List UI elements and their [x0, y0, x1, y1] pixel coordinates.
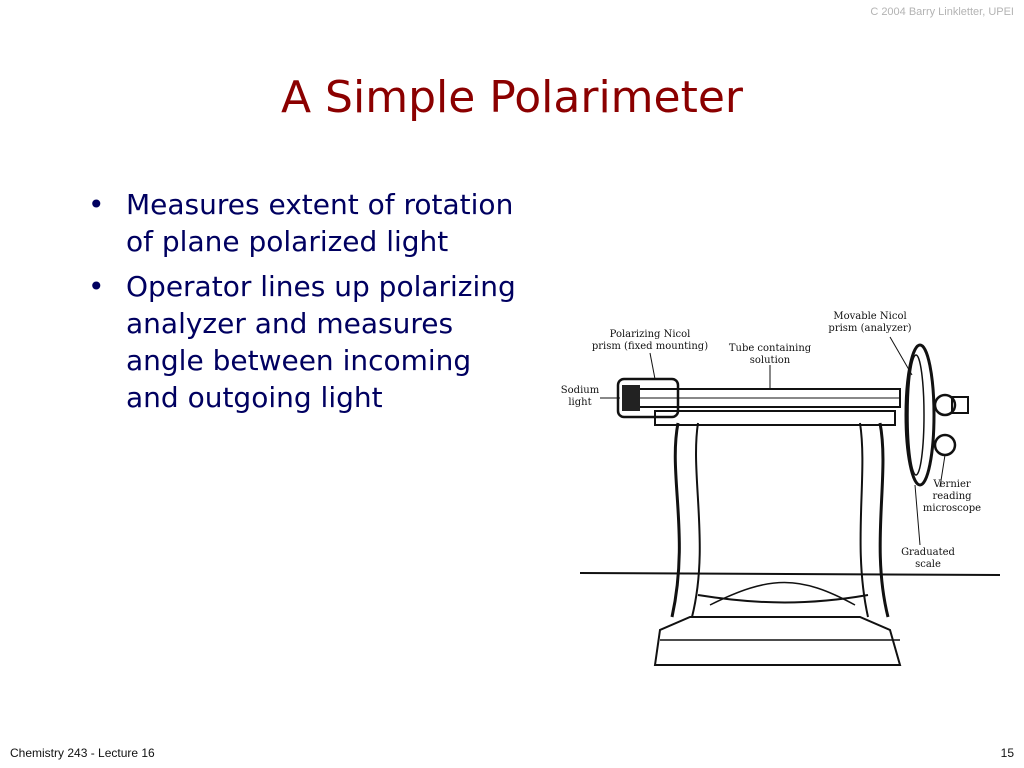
label-sodium-line2: light [568, 397, 591, 408]
bullet-marker: • [88, 270, 105, 303]
graduated-scale-disc [904, 343, 936, 487]
bullet-text: Measures extent of rotation of plane pol… [126, 188, 514, 258]
stand-top-bar [654, 410, 896, 426]
label-movable-nicol-line1: Movable Nicol [833, 311, 906, 322]
label-vernier-line3: microscope [923, 503, 981, 514]
label-graduated-line1: Graduated [901, 547, 955, 558]
footer-page-number: 15 [1000, 746, 1014, 760]
label-vernier-line2: reading [932, 491, 972, 502]
bullet-marker: • [88, 188, 105, 221]
label-tube-line2: solution [750, 355, 791, 366]
light-inlet [622, 385, 640, 411]
polarimeter-illustration: Polarizing Nicol prism (fixed mounting) … [560, 305, 1001, 675]
label-polarizing-nicol-line1: Polarizing Nicol [610, 329, 691, 340]
stand-left-leg [670, 422, 681, 618]
bullet-list: • Measures extent of rotation of plane p… [88, 186, 528, 424]
footer-course: Chemistry 243 - Lecture 16 [10, 746, 155, 760]
label-polarizing-nicol-line2: prism (fixed mounting) [592, 341, 708, 352]
bullet-item: • Measures extent of rotation of plane p… [88, 186, 528, 260]
slide-title: A Simple Polarimeter [280, 72, 744, 123]
polarimeter-drawing: Polarizing Nicol prism (fixed mounting) … [561, 311, 1001, 666]
copyright-notice: C 2004 Barry Linkletter, UPEI [870, 6, 1014, 18]
analyzer-knob [933, 393, 957, 417]
label-vernier-line1: Vernier [932, 479, 971, 490]
floor-line [579, 572, 1001, 576]
label-movable-nicol-line2: prism (analyzer) [828, 323, 911, 334]
vernier-knob [933, 433, 957, 457]
label-sodium-line1: Sodium [561, 385, 600, 396]
stand-base [653, 616, 902, 666]
bullet-text: Operator lines up polarizing analyzer an… [126, 270, 516, 414]
bullet-item: • Operator lines up polarizing analyzer … [88, 268, 528, 416]
label-graduated-line2: scale [915, 559, 941, 570]
label-tube-line1: Tube containing [729, 343, 812, 354]
stand-right-leg [878, 422, 890, 618]
